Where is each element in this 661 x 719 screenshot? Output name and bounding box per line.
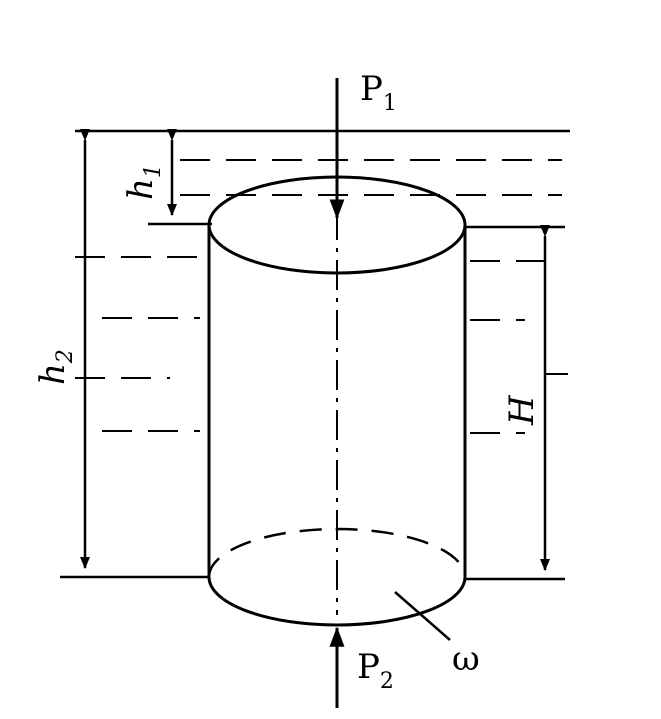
p2-label-main: P bbox=[357, 647, 380, 687]
p1-label-main: P bbox=[360, 69, 383, 109]
svg-text:h1: h1 bbox=[121, 164, 166, 200]
svg-text:h2: h2 bbox=[33, 349, 78, 385]
h1-label: h1 bbox=[121, 164, 166, 200]
h1-label-main: h bbox=[121, 178, 161, 200]
p2-label: P2 bbox=[357, 647, 394, 694]
p2-label-sub: 2 bbox=[380, 669, 394, 694]
H-label: H bbox=[502, 394, 542, 426]
cylinder-bottom-front-arc bbox=[207, 576, 467, 627]
H-label-text: H bbox=[502, 394, 542, 426]
h2-label: h2 bbox=[33, 349, 78, 385]
h1-label-sub: 1 bbox=[141, 164, 166, 178]
p1-label: P1 bbox=[360, 69, 397, 116]
p1-label-sub: 1 bbox=[383, 91, 397, 116]
water-dash-lines bbox=[75, 159, 568, 434]
h2-label-sub: 2 bbox=[53, 349, 78, 364]
omega-leader-line bbox=[394, 591, 451, 641]
omega-label: ω bbox=[452, 639, 480, 679]
h2-label-main: h bbox=[33, 363, 73, 385]
